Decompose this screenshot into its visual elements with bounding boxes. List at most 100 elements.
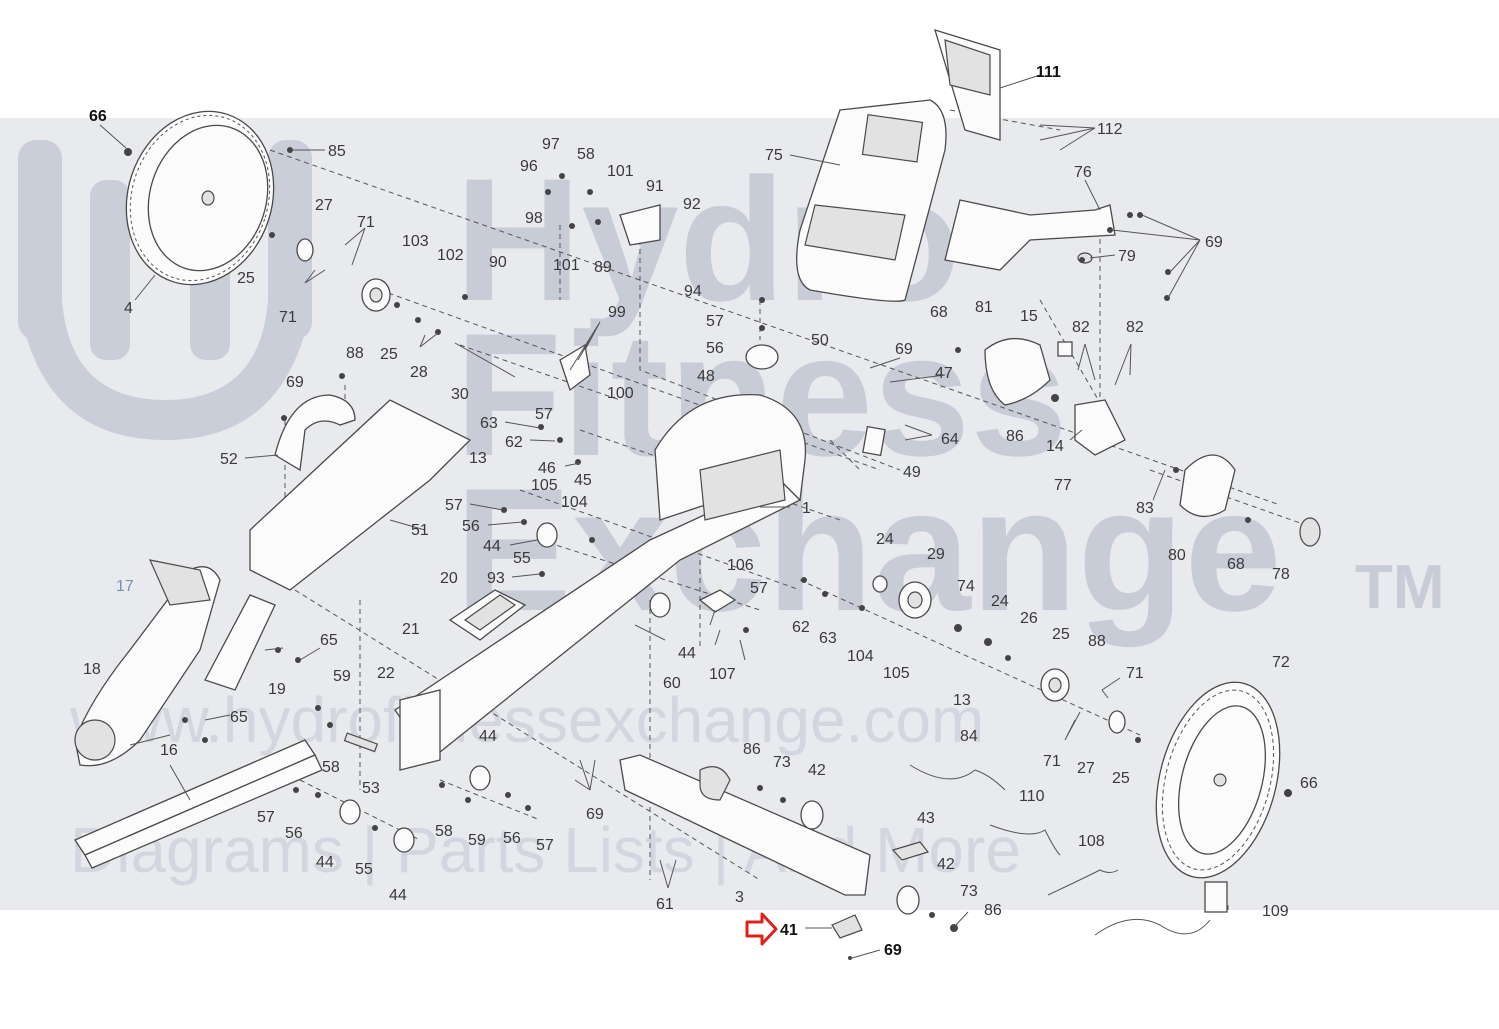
- callout-55: 55: [513, 550, 531, 567]
- callout-58: 58: [322, 759, 340, 776]
- callout-106: 106: [727, 557, 754, 574]
- fan-wheel-72: [1155, 681, 1281, 879]
- wheel-44a: [536, 522, 558, 548]
- pad-43: [891, 841, 930, 861]
- callout-81: 81: [975, 299, 993, 316]
- callout-86: 86: [743, 741, 761, 758]
- callout-69: 69: [884, 942, 902, 959]
- leader-lines: [99, 74, 1229, 959]
- callout-61: 61: [656, 896, 674, 913]
- strap-16: [74, 739, 323, 869]
- callout-26: 26: [1020, 610, 1038, 627]
- callout-56: 56: [503, 830, 521, 847]
- callout-20: 20: [440, 570, 458, 587]
- callout-69: 69: [286, 374, 304, 391]
- callout-69: 69: [586, 806, 604, 823]
- callout-63: 63: [819, 630, 837, 647]
- callout-75: 75: [765, 147, 783, 164]
- callout-105: 105: [883, 665, 910, 682]
- cover-51: [249, 399, 472, 591]
- callout-92: 92: [683, 196, 701, 213]
- bolt-60: [634, 624, 666, 641]
- callout-66: 66: [89, 108, 107, 125]
- callout-43: 43: [917, 810, 935, 827]
- callout-13: 13: [953, 692, 971, 709]
- callout-99: 99: [608, 304, 626, 321]
- callout-50: 50: [811, 332, 829, 349]
- callout-57: 57: [535, 406, 553, 423]
- watermark-logo: [18, 140, 312, 440]
- callout-57: 57: [536, 837, 554, 854]
- callout-103: 103: [402, 233, 429, 250]
- plate-106: [698, 589, 737, 613]
- callout-30: 30: [451, 386, 469, 403]
- callout-112: 112: [1097, 121, 1123, 138]
- callout-78: 78: [1272, 566, 1290, 583]
- callout-72: 72: [1272, 654, 1290, 671]
- callout-102: 102: [437, 247, 464, 264]
- pedal-18: [74, 559, 221, 767]
- bearing-27b: [1108, 710, 1126, 734]
- axle-30: [454, 342, 516, 378]
- callout-104: 104: [561, 494, 588, 511]
- callout-3: 3: [735, 889, 744, 906]
- callout-62: 62: [792, 619, 810, 636]
- callout-73: 73: [960, 883, 978, 900]
- callout-18: 18: [83, 661, 101, 678]
- callout-108: 108: [1078, 833, 1105, 850]
- callout-51: 51: [411, 522, 429, 539]
- housing-81: [984, 338, 1051, 406]
- callout-101: 101: [607, 163, 634, 180]
- callout-15: 15: [1020, 308, 1038, 325]
- callout-83: 83: [1136, 500, 1154, 517]
- callout-98: 98: [525, 210, 543, 227]
- callout-28: 28: [410, 364, 428, 381]
- callout-1: 1: [802, 500, 811, 517]
- callout-65: 65: [320, 632, 338, 649]
- callout-93: 93: [487, 570, 505, 587]
- callout-85: 85: [328, 143, 346, 160]
- pulley-29: [898, 581, 932, 619]
- callout-57: 57: [445, 497, 463, 514]
- watermark-tm: TM: [1355, 553, 1445, 622]
- callout-27: 27: [1077, 760, 1095, 777]
- callout-14: 14: [1046, 438, 1064, 455]
- rear-stabilizer-3: [619, 754, 871, 896]
- bearing-housing-88a: [361, 278, 391, 312]
- adapter-109: [1094, 881, 1228, 936]
- callout-56: 56: [285, 825, 303, 842]
- callout-89: 89: [594, 259, 612, 276]
- callout-76: 76: [1074, 164, 1092, 181]
- callout-57: 57: [257, 809, 275, 826]
- callout-88: 88: [346, 345, 364, 362]
- main-frame-1: [394, 393, 807, 761]
- callout-60: 60: [663, 675, 681, 692]
- callout-58: 58: [435, 823, 453, 840]
- wheel-44b: [649, 592, 671, 618]
- callout-57: 57: [706, 313, 724, 330]
- callout-59: 59: [468, 832, 486, 849]
- callout-73: 73: [773, 754, 791, 771]
- callout-24: 24: [991, 593, 1009, 610]
- callout-71: 71: [357, 214, 375, 231]
- callout-22: 22: [377, 665, 395, 682]
- callout-56: 56: [706, 340, 724, 357]
- callout-86: 86: [1006, 428, 1024, 445]
- callout-21: 21: [402, 621, 420, 638]
- callout-105: 105: [531, 477, 558, 494]
- callout-57: 57: [750, 580, 768, 597]
- hardware-dots: [124, 147, 1292, 960]
- callout-82: 82: [1126, 319, 1144, 336]
- callout-71: 71: [1043, 753, 1061, 770]
- callout-74: 74: [957, 578, 975, 595]
- shroud-80: [1179, 454, 1236, 517]
- callout-86: 86: [984, 902, 1002, 919]
- wheel-42a: [800, 800, 824, 830]
- callout-58: 58: [577, 146, 595, 163]
- wire-harness-110: [989, 824, 1061, 856]
- callout-13: 13: [469, 450, 487, 467]
- callout-25: 25: [380, 346, 398, 363]
- callout-71: 71: [279, 309, 297, 326]
- callout-25: 25: [1112, 770, 1130, 787]
- callout-27: 27: [315, 197, 333, 214]
